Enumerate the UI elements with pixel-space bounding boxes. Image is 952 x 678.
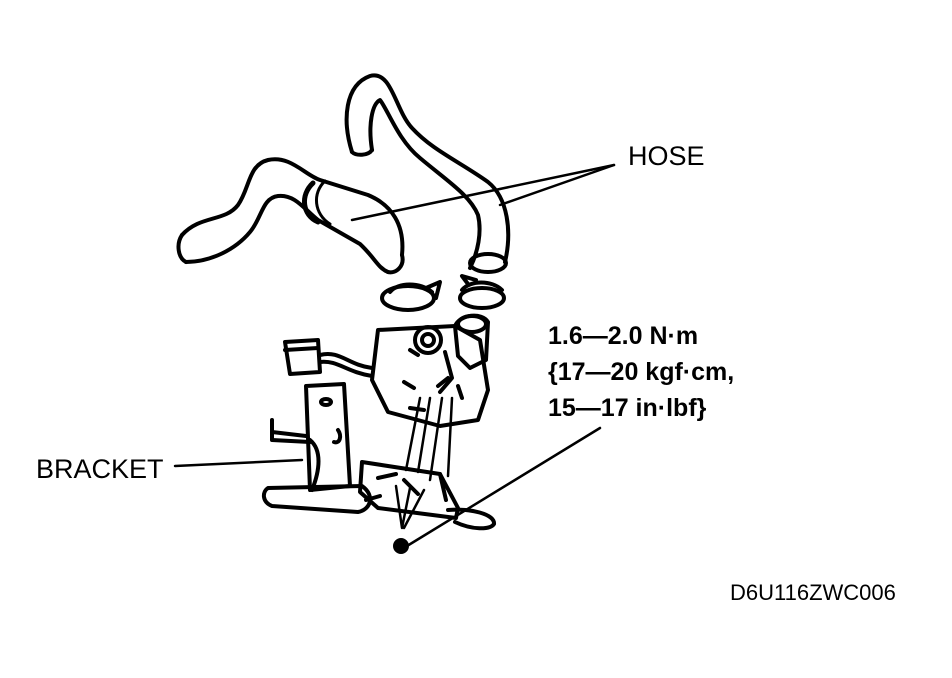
torque-spec-nm: 1.6—2.0 N·m bbox=[548, 322, 699, 350]
right-hose bbox=[344, 73, 511, 274]
bracket-label: BRACKET bbox=[36, 454, 164, 484]
hose-leader-line-left bbox=[350, 163, 616, 222]
hose-label: HOSE bbox=[628, 141, 705, 171]
torque-spec-inlbf: 15—17 in·lbf} bbox=[548, 394, 707, 422]
hose-clamps bbox=[380, 274, 506, 312]
torque-spec-kgfcm: {17—20 kgf·cm, bbox=[548, 358, 735, 386]
bracket-leader-line bbox=[173, 458, 304, 468]
leader-lines bbox=[173, 163, 616, 548]
bracket bbox=[261, 382, 496, 531]
hose-leader-line-right bbox=[498, 163, 616, 207]
torque-spec: 1.6—2.0 N·m {17—20 kgf·cm, 15—17 in·lbf} bbox=[548, 318, 734, 426]
heater-valve bbox=[283, 313, 490, 428]
torque-leader-line bbox=[405, 426, 602, 548]
left-hose bbox=[176, 157, 405, 275]
figure-code: D6U116ZWC006 bbox=[730, 580, 896, 605]
